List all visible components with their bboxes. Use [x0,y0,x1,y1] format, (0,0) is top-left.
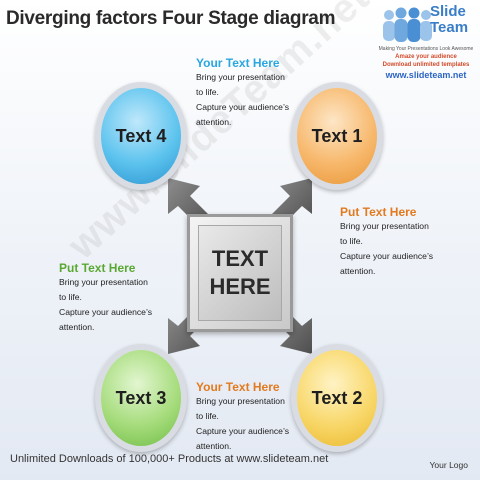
text-block-top: Your Text Here Bring your presentation t… [196,56,289,130]
circle-text2-label: Text 2 [311,387,363,408]
text-block-left-title: Put Text Here [59,261,136,275]
text-block-bottom-line: Bring your presentation [196,396,285,406]
center-text: TEXT HERE [209,246,271,299]
text-block-right-line: attention. [340,266,376,276]
text-block-left-line: Bring your presentation [59,277,148,287]
circle-text1-label: Text 1 [311,125,363,146]
text-block-right: Put Text Here Bring your presentation to… [340,205,433,279]
text-block-left-line: to life. [59,292,82,302]
logo-url[interactable]: www.slideteam.net [385,70,467,80]
text-block-bottom-title: Your Text Here [196,380,280,394]
circle-text4: Text 4 [95,82,187,190]
center-box-inner: TEXT HERE [198,225,282,321]
circle-text3-face: Text 3 [101,350,181,446]
text-block-top-title: Your Text Here [196,56,280,70]
circle-text3-label: Text 3 [115,387,167,408]
slide-title: Diverging factors Four Stage diagram [6,8,336,29]
logo-brand: Slide Team [430,4,468,36]
text-block-right-title: Put Text Here [340,205,417,219]
center-box: TEXT HERE [187,214,293,332]
footer-text: Unlimited Downloads of 100,000+ Products… [10,453,329,465]
circle-text3: Text 3 [95,344,187,452]
text-block-top-line: Bring your presentation [196,72,285,82]
text-block-bottom-line: Capture your audience’s [196,426,289,436]
text-block-right-line: Bring your presentation [340,221,429,231]
text-block-right-line: to life. [340,236,363,246]
text-block-left: Put Text Here Bring your presentation to… [59,261,152,335]
text-block-left-line: Capture your audience’s [59,307,152,317]
circle-text1: Text 1 [291,82,383,190]
text-block-top-line: Capture your audience’s [196,102,289,112]
text-block-bottom-line: attention. [196,441,232,451]
logo-promo-line2: Download unlimited templates [382,62,470,68]
text-block-bottom: Your Text Here Bring your presentation t… [196,380,289,454]
text-block-top-line: attention. [196,117,232,127]
circle-text4-label: Text 4 [115,125,167,146]
people-icon [383,7,432,42]
circle-text1-face: Text 1 [297,88,377,184]
circle-text4-face: Text 4 [101,88,181,184]
text-block-right-line: Capture your audience’s [340,251,433,261]
logo-brand-line1: Slide [430,3,466,20]
logo-promo-line1: Amaze your audience [395,54,457,60]
slideteam-logo: Slide Team Making Your Presentations Loo… [376,2,476,82]
text-block-bottom-line: to life. [196,411,219,421]
text-block-top-line: to life. [196,87,219,97]
circle-text2: Text 2 [291,344,383,452]
circle-text2-face: Text 2 [297,350,377,446]
your-logo-placeholder: Your Logo [429,460,468,470]
logo-brand-line2: Team [430,19,469,36]
logo-tagline: Making Your Presentations Look Awesome [378,46,474,52]
text-block-left-line: attention. [59,322,95,332]
